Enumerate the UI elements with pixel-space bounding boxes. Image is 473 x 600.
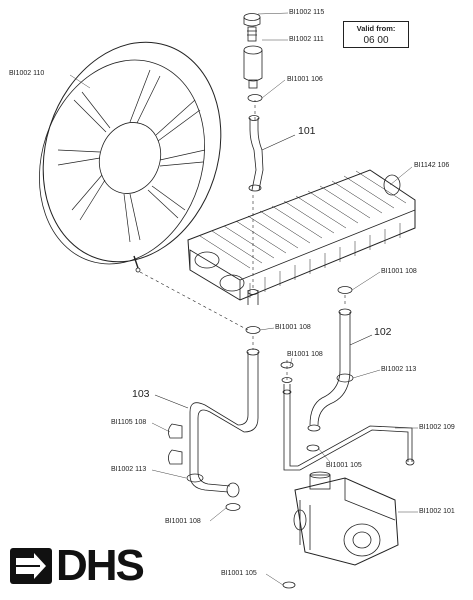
label-bi1001-105-a: BI1001 105: [326, 462, 362, 469]
label-bi1001-108-b: BI1001 108: [275, 324, 311, 331]
expansion-vessel: [39, 41, 222, 273]
label-bi1001-108-c: BI1001 108: [287, 351, 323, 358]
arrow-chevron-icon: [10, 548, 52, 584]
pipe-101: [248, 115, 296, 192]
logo-text: DHS: [56, 541, 145, 590]
label-bi1001-106: BI1001 106: [287, 76, 323, 83]
label-bi1002-113-b: BI1002 113: [111, 466, 147, 473]
o-ring-108-d: [225, 503, 241, 511]
automatic-air-vent: [243, 45, 263, 89]
label-bi1002-109: BI1002 109: [419, 424, 455, 431]
label-bi1002-101: BI1002 101: [419, 508, 455, 515]
group-label-102: 102: [374, 326, 392, 338]
air-vent-cap: [243, 13, 261, 42]
pipe-102: [307, 308, 373, 432]
pipe-clips: [168, 423, 183, 465]
valid-from-box: Valid from: 06 00: [343, 21, 409, 48]
label-bi1002-111: BI1002 111: [289, 36, 324, 43]
group-label-103: 103: [132, 388, 150, 400]
heat-exchanger: [187, 169, 416, 305]
valid-from-date: 06 00: [363, 35, 389, 46]
o-ring-108-c: [280, 361, 294, 369]
group-label-101: 101: [298, 125, 316, 137]
label-bi1002-113-a: BI1002 113: [381, 366, 417, 373]
dhs-logo: DHS: [10, 541, 145, 590]
valid-from-title: Valid from:: [356, 24, 396, 33]
label-bi1001-105-b: BI1001 105: [221, 570, 257, 577]
label-bi1105-108: BI1105 108: [111, 419, 147, 426]
label-bi1002-110: BI1002 110: [9, 70, 45, 77]
label-bi1002-115: BI1002 115: [289, 9, 325, 16]
label-bi1142-106: BI1142 106: [414, 162, 450, 169]
pipe-103: [154, 348, 260, 498]
o-ring-105-a: [306, 444, 320, 452]
label-bi1001-108-a: BI1001 108: [381, 268, 417, 275]
bypass-pipe: [281, 377, 415, 471]
assembly-guide-lines: [139, 100, 346, 380]
circulation-pump: [293, 471, 399, 566]
label-bi1001-108-d: BI1001 108: [165, 518, 201, 525]
